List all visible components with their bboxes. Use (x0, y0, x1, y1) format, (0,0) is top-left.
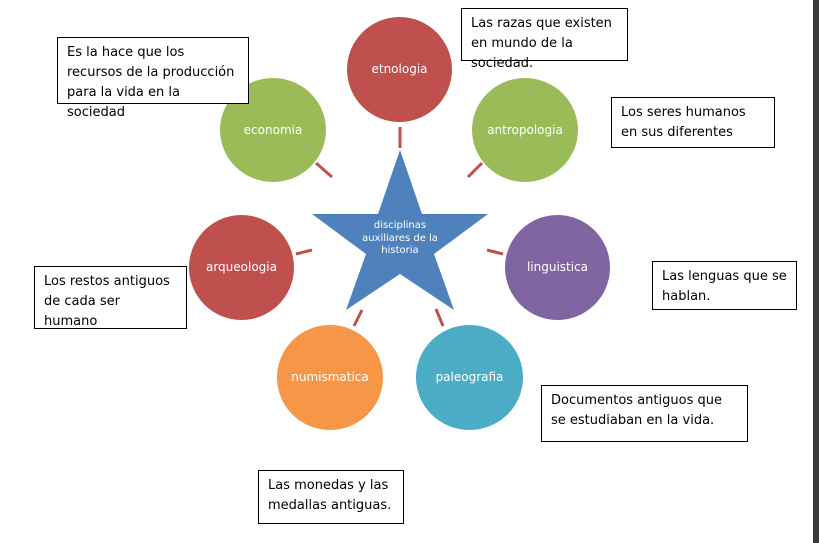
node-label: economia (243, 122, 303, 137)
node-label: numismatica (291, 370, 369, 385)
node-etnologia: etnologia (347, 17, 452, 122)
connector-economia (315, 161, 333, 179)
node-label: etnologia (371, 62, 428, 77)
note-text: Los restos antiguos de cada ser humano (44, 274, 170, 330)
note-text: Es la hace que los recursos de la produc… (67, 45, 235, 121)
connector-paleografia (434, 308, 445, 327)
note-paleografia: Documentos antiguos que se estudiaban en… (541, 385, 748, 442)
note-arqueologia: Los restos antiguos de cada ser humano (34, 266, 187, 329)
connector-numismatica (352, 309, 364, 327)
node-economia: economia (220, 78, 326, 182)
note-text: Documentos antiguos que se estudiaban en… (551, 393, 722, 429)
star-shape (312, 150, 488, 310)
connector-arqueologia (295, 248, 313, 256)
center-star: disciplinas auxiliares de la historia (312, 150, 488, 312)
node-antropologia: antropologia (472, 78, 578, 182)
node-linguistica: linguistica (505, 215, 610, 320)
window-edge (813, 0, 819, 543)
node-paleografia: paleografia (416, 325, 523, 430)
note-text: Los seres humanos en sus diferentes (621, 105, 746, 141)
node-label: linguistica (526, 260, 589, 275)
node-label: arqueologia (205, 260, 277, 275)
node-numismatica: numismatica (277, 325, 383, 430)
note-etnologia: Las razas que existen en mundo de la soc… (461, 8, 628, 71)
note-text: Las monedas y las medallas antiguas. (268, 478, 392, 514)
note-antropologia: Los seres humanos en sus diferentes (611, 97, 775, 148)
note-numismatica: Las monedas y las medallas antiguas. (258, 470, 404, 524)
note-text: Las lenguas que se hablan. (662, 269, 787, 305)
node-label: antropologia (487, 122, 563, 137)
connector-antropologia (466, 161, 484, 179)
node-label: paleografia (435, 370, 504, 385)
connector-linguistica (486, 248, 504, 256)
center-label: disciplinas auxiliares de la historia (362, 220, 438, 256)
note-text: Las razas que existen en mundo de la soc… (471, 16, 612, 72)
note-linguistica: Las lenguas que se hablan. (652, 261, 797, 310)
note-economia: Es la hace que los recursos de la produc… (57, 37, 249, 120)
node-arqueologia: arqueologia (189, 215, 294, 320)
